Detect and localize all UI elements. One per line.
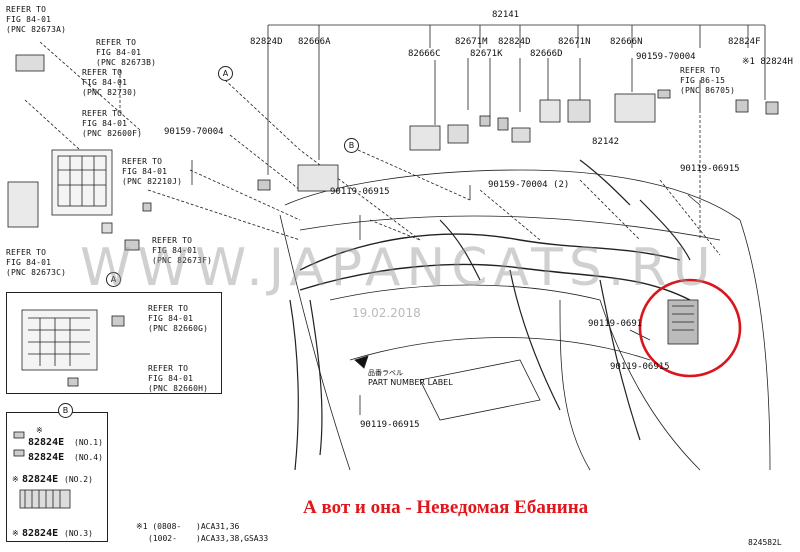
part-82671n: 82671N <box>558 37 591 47</box>
legend-b-star: ※ <box>36 426 43 435</box>
part-90159-70004-top: 90159-70004 <box>636 52 696 62</box>
highlight-circle <box>638 278 742 378</box>
part-82824d-left: 82824D <box>250 37 283 47</box>
refer-note-86705: REFER TO FIG 86-15 (PNC 86705) <box>680 66 736 95</box>
part-90119-06915-d: 90119-0691 <box>588 319 643 329</box>
part-82666n: 82666N <box>610 37 643 47</box>
part-82824d-mid: 82824D <box>498 37 531 47</box>
callout-a-box <box>6 292 222 394</box>
legend-82824e-no1: 82824E <box>28 437 65 448</box>
callout-b-box <box>6 412 108 542</box>
refer-note-82730: REFER TO FIG 84-01 (PNC 82730) <box>82 68 138 97</box>
footnote-2-a: (1002- <box>148 534 177 543</box>
part-number-label-en: PART NUMBER LABEL <box>368 378 453 387</box>
footnote-1-a: ※1 (0808- <box>136 522 182 531</box>
legend-82824e-no2-qual: (NO.2) <box>64 475 93 484</box>
footnote-2-b: )ACA33,38,GSA33 <box>196 534 269 543</box>
part-82824h: ※1 82824H <box>742 57 793 67</box>
callout-a-marker: A <box>218 66 233 81</box>
part-90119-06915-a: 90119-06915 <box>330 187 390 197</box>
callout-a-box-marker: A <box>106 272 121 287</box>
part-90159-70004-left: 90159-70004 <box>164 127 224 137</box>
diagram-id: 824582L <box>748 538 782 547</box>
part-82671k: 82671K <box>470 49 503 59</box>
legend-82824e-no3: 82824E <box>22 528 59 539</box>
part-90159-70004-2: 90159-70004 (2) <box>488 180 570 190</box>
refer-note-82660g: REFER TO FIG 84-01 (PNC 82660G) <box>148 304 209 333</box>
legend-82824e-no4-qual: (NO.4) <box>74 453 103 462</box>
part-90119-06915-c: 90119-06915 <box>360 420 420 430</box>
refer-note-82673f: REFER TO FIG 84-01 (PNC 82673F) <box>152 236 213 265</box>
refer-note-82673c: REFER TO FIG 84-01 (PNC 82673C) <box>6 248 67 277</box>
refer-note-82660h: REFER TO FIG 84-01 (PNC 82660H) <box>148 364 209 393</box>
part-82666d: 82666D <box>530 49 563 59</box>
legend-no3-mark: ※ <box>12 529 19 538</box>
refer-note-82673b: REFER TO FIG 84-01 (PNC 82673B) <box>96 38 157 67</box>
footnote-1-b: )ACA31,36 <box>196 522 240 531</box>
legend-no2-mark: ※ <box>12 475 19 484</box>
part-82666c: 82666C <box>408 49 441 59</box>
refer-note-82600f: REFER TO FIG 84-01 (PNC 82600F) <box>82 109 143 138</box>
part-90119-06915-e: 90119-06915 <box>610 362 670 372</box>
red-caption: А вот и она - Неведомая Ебанина <box>303 497 589 518</box>
legend-82824e-no3-qual: (NO.3) <box>64 529 93 538</box>
part-82671m: 82671M <box>455 37 488 47</box>
legend-82824e-no2: 82824E <box>22 474 59 485</box>
callout-b-marker: B <box>344 138 359 153</box>
part-82824f: 82824F <box>728 37 761 47</box>
part-82141: 82141 <box>492 10 520 20</box>
watermark-date: 19.02.2018 <box>352 306 421 320</box>
part-82142: 82142 <box>592 137 620 147</box>
part-82666a: 82666A <box>298 37 331 47</box>
watermark-text: WWW.JAPANCATS.RU <box>80 238 717 298</box>
legend-82824e-no1-qual: (NO.1) <box>74 438 103 447</box>
legend-82824e-no4: 82824E <box>28 452 65 463</box>
refer-note-82210j: REFER TO FIG 84-01 (PNC 82210J) <box>122 157 183 186</box>
part-number-label-jp: 品番ラベル <box>368 369 403 377</box>
part-90119-06915-b: 90119-06915 <box>680 164 740 174</box>
callout-b-box-marker: B <box>58 403 73 418</box>
refer-note-82673a: REFER TO FIG 84-01 (PNC 82673A) <box>6 5 67 34</box>
